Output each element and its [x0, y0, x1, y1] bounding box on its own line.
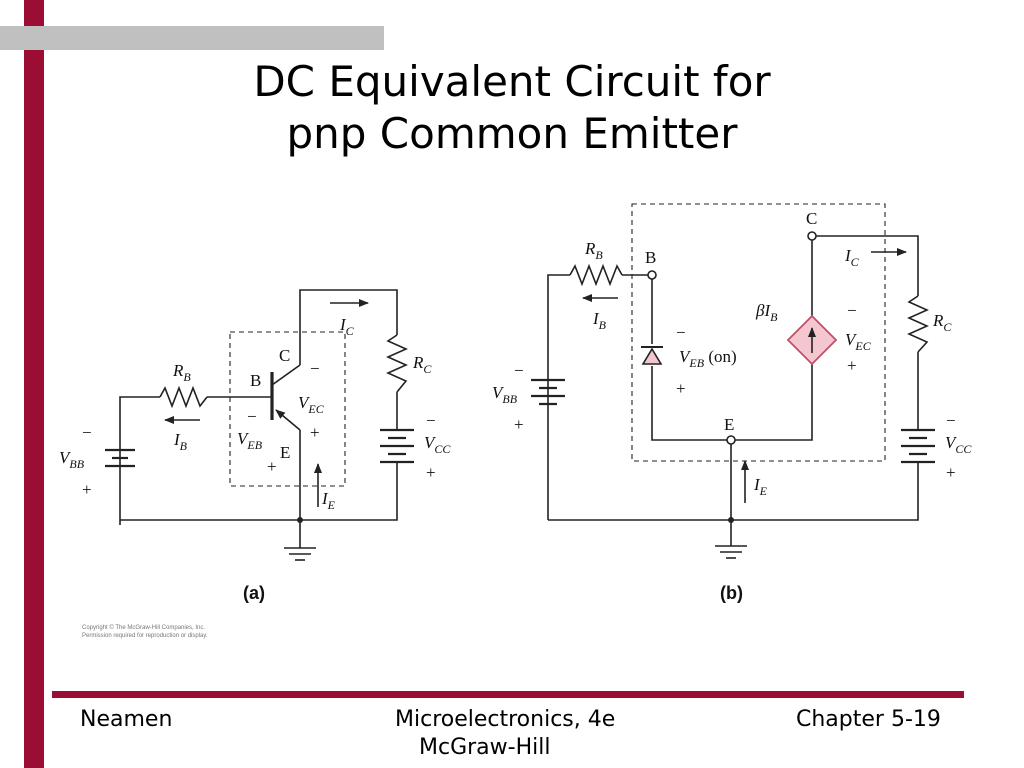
circuit-a-node-e: E: [280, 443, 290, 462]
circuit-b-vec-minus: −: [847, 301, 857, 320]
circuit-b-wire-diode-bottom: [651, 366, 727, 441]
circuit-a-wire-bottom: [120, 462, 398, 521]
circuit-a-ic-label: IC: [339, 315, 355, 338]
circuit-b-terminal-b: [647, 270, 657, 280]
left-accent-bar: [24, 0, 44, 768]
circuit-a-vbb-plus: +: [82, 480, 92, 499]
circuit-b-wire-bottom: [548, 462, 919, 521]
circuit-a-rb-label: RB: [172, 361, 191, 384]
circuit-b-vcc-plus: +: [946, 463, 956, 482]
circuit-b-ie-label: IE: [753, 475, 768, 498]
circuit-b-vbb-plus: +: [514, 415, 524, 434]
top-gray-bar: [0, 26, 384, 50]
footer-author: Neamen: [80, 707, 173, 732]
circuit-b-rc-resistor: [907, 295, 929, 353]
circuit-b-veb-label: VEB (on): [679, 347, 737, 370]
circuit-a-ib-label: IB: [173, 430, 188, 453]
circuit-b-rb-label: RB: [584, 239, 603, 262]
circuit-a-wire-left: [119, 396, 160, 525]
footer-chapter: Chapter 5-19: [796, 707, 941, 732]
title-line-1: DC Equivalent Circuit for: [253, 57, 771, 106]
circuit-a-vbb-minus: −: [82, 423, 92, 442]
circuit-a: RB RC VBB − + VCC − + IB IC IE VEB − + V…: [59, 289, 451, 603]
circuit-b-ic-label: IC: [844, 246, 860, 269]
circuit-a-vbb-label: VBB: [59, 448, 85, 471]
circuit-a-vec-minus: −: [310, 359, 320, 378]
footer-divider: [52, 691, 964, 698]
circuit-a-veb-label: VEB: [237, 429, 263, 452]
circuit-a-ground-node: [297, 517, 303, 523]
circuit-b-wire-left: [547, 274, 570, 520]
circuit-b-vcc-minus: −: [946, 411, 956, 430]
circuit-a-rc-label: RC: [412, 353, 432, 376]
circuit-a-node-b: B: [250, 371, 261, 390]
slide-title: DC Equivalent Circuit for pnp Common Emi…: [150, 56, 874, 160]
circuit-b-vec-plus: +: [847, 356, 857, 375]
circuit-a-vec-plus: +: [310, 423, 320, 442]
circuit-a-rc-resistor: [386, 334, 408, 393]
circuit-b-ground-node: [728, 517, 734, 523]
circuit-b-diode-icon: [641, 347, 663, 365]
circuit-b-rb-resistor: [569, 263, 623, 287]
circuit-b-vbb-minus: −: [514, 361, 524, 380]
circuit-b-wire-top: [816, 235, 919, 296]
circuit-b-wire-source-bottom: [735, 364, 813, 441]
copyright-line-1: Copyright © The McGraw-Hill Companies, I…: [82, 625, 206, 631]
circuit-b-rc-label: RC: [932, 311, 952, 334]
footer-publisher: McGraw-Hill: [419, 735, 551, 760]
circuit-a-transistor-box: [229, 331, 346, 487]
circuit-a-wire-top: [299, 289, 398, 365]
circuit-b-vcc-label: VCC: [945, 433, 972, 456]
circuit-a-ie-label: IE: [321, 489, 336, 512]
circuit-a-veb-minus: −: [247, 407, 257, 426]
circuit-b-vec-label: VEC: [845, 330, 872, 353]
circuit-b-terminal-c: [807, 231, 817, 241]
circuit-a-node-c: C: [279, 346, 290, 365]
circuit-b-node-e: E: [724, 415, 734, 434]
circuit-a-rb-resistor: [159, 385, 208, 409]
circuit-b-node-b: B: [645, 248, 656, 267]
circuit-b-beta-ib-label: βIB: [755, 301, 778, 324]
circuit-b-model-box: [631, 203, 886, 462]
circuit-a-vcc-plus: +: [426, 463, 436, 482]
circuit-b: RB RC VBB − + VCC − + IB IC IE VEB (on) …: [492, 203, 972, 603]
circuit-b-terminal-e: [726, 435, 736, 445]
circuit-a-transistor-collector: [271, 364, 301, 386]
circuit-b-node-c: C: [806, 209, 817, 228]
copyright-line-2: Permission required for reproduction or …: [82, 633, 208, 639]
circuit-a-vcc-minus: −: [426, 411, 436, 430]
circuit-a-vec-label: VEC: [298, 393, 325, 416]
footer-book-title: Microelectronics, 4e: [395, 707, 616, 732]
footer-book: Microelectronics, 4e McGraw-Hill: [395, 706, 615, 762]
circuit-a-caption: (a): [243, 583, 265, 603]
circuit-b-veb-minus: −: [676, 323, 686, 342]
circuit-a-veb-plus: +: [267, 457, 277, 476]
circuit-b-caption: (b): [720, 583, 743, 603]
circuit-b-veb-plus: +: [676, 379, 686, 398]
copyright-notice: Copyright © The McGraw-Hill Companies, I…: [82, 624, 208, 640]
title-line-2: pnp Common Emitter: [286, 109, 738, 158]
circuit-a-vcc-label: VCC: [424, 433, 451, 456]
circuit-b-ib-label: IB: [592, 309, 607, 332]
circuit-a-transistor-emitter-arrow: [275, 409, 301, 431]
circuit-b-vbb-label: VBB: [492, 383, 518, 406]
